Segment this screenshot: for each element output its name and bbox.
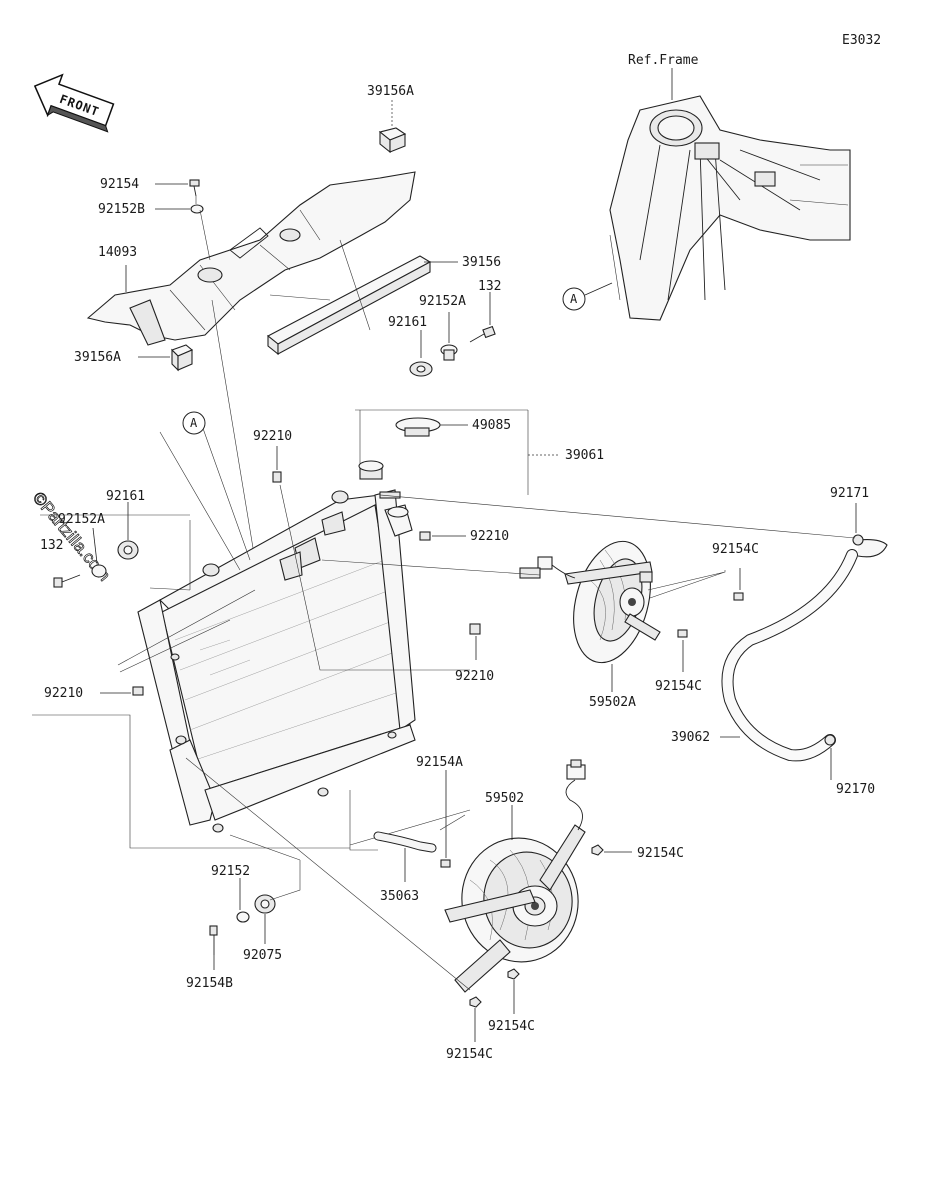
svg-text:A: A bbox=[570, 292, 578, 306]
label-92154C-b: 92154C bbox=[655, 679, 702, 694]
bolt-92154B bbox=[209, 925, 218, 955]
label-92152A-top: 92152A bbox=[419, 294, 466, 309]
label-92154A: 92154A bbox=[416, 755, 463, 770]
clip-92210-b bbox=[419, 531, 431, 541]
callout-a-frame: A bbox=[562, 282, 613, 311]
nut-92154C-d bbox=[507, 968, 520, 980]
label-59502: 59502 bbox=[485, 791, 524, 806]
label-92210-c: 92210 bbox=[455, 669, 494, 684]
bolt-92154C-b bbox=[677, 629, 688, 638]
label-92171: 92171 bbox=[830, 486, 869, 501]
bolt-92154 bbox=[189, 179, 200, 197]
foam-strip-39156 bbox=[267, 255, 432, 356]
ref-frame-label: Ref.Frame bbox=[628, 53, 699, 68]
label-59502A: 59502A bbox=[589, 695, 636, 710]
radiator-39061 bbox=[137, 460, 416, 833]
cushion-39156A-bottom bbox=[170, 344, 194, 372]
svg-text:A: A bbox=[190, 416, 198, 430]
label-35063: 35063 bbox=[380, 889, 419, 904]
collar-92152A-top bbox=[440, 344, 458, 361]
label-92154C-d: 92154C bbox=[488, 1019, 535, 1034]
bolt-132-top bbox=[469, 325, 496, 343]
label-132-left: 132 bbox=[40, 538, 63, 553]
nut-92154C-c bbox=[591, 844, 604, 856]
clip-92210-c bbox=[469, 623, 481, 635]
callout-a-radiator: A bbox=[182, 411, 206, 435]
collar-92152 bbox=[236, 911, 250, 923]
cushion-39156A-top bbox=[378, 127, 407, 154]
label-92154B: 92154B bbox=[186, 976, 233, 991]
label-39062: 39062 bbox=[671, 730, 710, 745]
label-39156A-bottom: 39156A bbox=[74, 350, 121, 365]
grommet-92161-top bbox=[409, 361, 433, 377]
grommet-92075 bbox=[254, 894, 276, 914]
label-39156A-top: 39156A bbox=[367, 84, 414, 99]
bolt-132-left bbox=[53, 574, 81, 588]
label-92152A-left: 92152A bbox=[58, 512, 105, 527]
label-39156: 39156 bbox=[462, 255, 501, 270]
radiator-cap-49085 bbox=[395, 417, 441, 437]
fan-59502 bbox=[444, 759, 586, 993]
label-132-top: 132 bbox=[478, 279, 501, 294]
label-92075: 92075 bbox=[243, 948, 282, 963]
label-14093: 14093 bbox=[98, 245, 137, 260]
ref-frame-drawing bbox=[609, 68, 851, 321]
label-92154C-e: 92154C bbox=[446, 1047, 493, 1062]
label-92210-d: 92210 bbox=[44, 686, 83, 701]
diagram-code: E3032 bbox=[842, 33, 881, 48]
clip-92210-d bbox=[132, 686, 144, 696]
hose-39062 bbox=[721, 534, 888, 762]
grommet-92161-left bbox=[117, 540, 139, 560]
bolt-92154C-a bbox=[733, 592, 744, 601]
label-39061: 39061 bbox=[565, 448, 604, 463]
label-92154: 92154 bbox=[100, 177, 139, 192]
label-92152: 92152 bbox=[211, 864, 250, 879]
label-49085: 49085 bbox=[472, 418, 511, 433]
fan-59502A bbox=[519, 540, 661, 664]
label-92154C-c: 92154C bbox=[637, 846, 684, 861]
label-92161-left: 92161 bbox=[106, 489, 145, 504]
label-92210-b: 92210 bbox=[470, 529, 509, 544]
hose-35063 bbox=[373, 831, 437, 853]
label-92154C-a: 92154C bbox=[712, 542, 759, 557]
washer-92152B bbox=[190, 204, 204, 214]
label-92170: 92170 bbox=[836, 782, 875, 797]
clip-92210-a bbox=[272, 471, 282, 483]
bolt-92154A bbox=[440, 859, 451, 868]
label-92210-a: 92210 bbox=[253, 429, 292, 444]
label-92161-top: 92161 bbox=[388, 315, 427, 330]
shroud-14093 bbox=[86, 171, 416, 346]
label-92152B: 92152B bbox=[98, 202, 145, 217]
front-arrow-icon: FRONT bbox=[33, 73, 115, 133]
collar-92152A-left bbox=[91, 564, 107, 578]
nut-92154C-e bbox=[469, 996, 482, 1008]
